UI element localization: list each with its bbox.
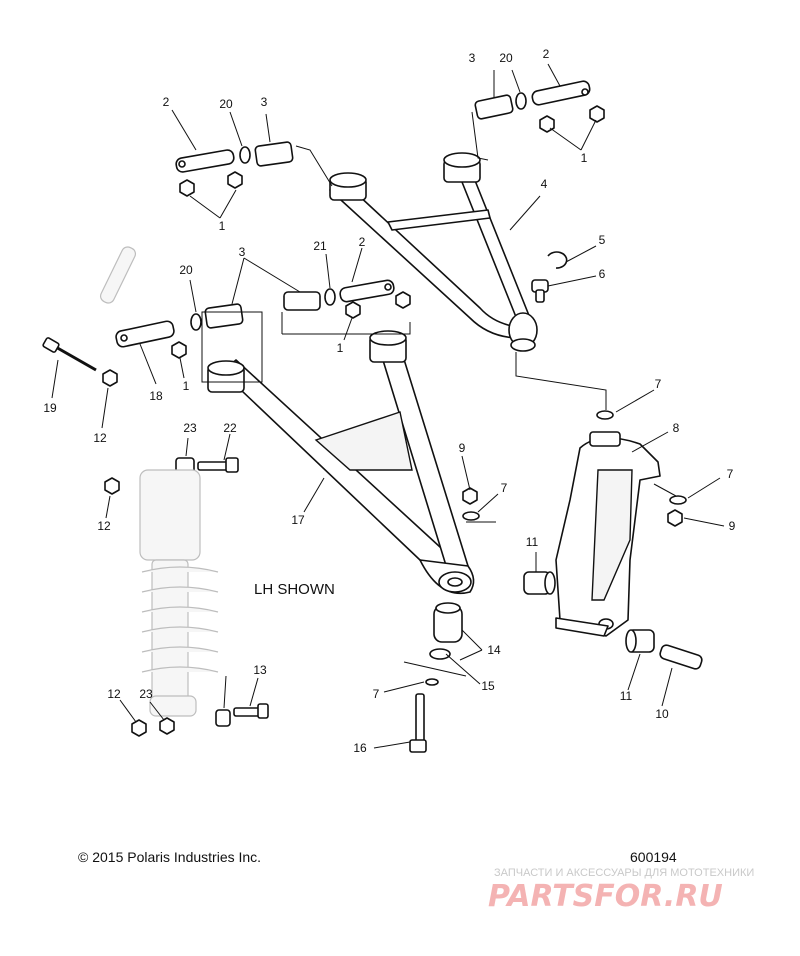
callout-3: 3 (239, 245, 246, 259)
drawing-number: 600194 (630, 849, 677, 865)
lower-left-pivot-hardware (115, 303, 244, 359)
callout-labels: 1 1 1 1 2 2 2 3 3 3 4 5 6 7 7 7 7 8 9 9 … (43, 47, 735, 755)
callout-12: 12 (97, 519, 111, 533)
shock-mount-hardware-bottom (131, 703, 269, 737)
watermark: ЗАПЧАСТИ И АКСЕССУАРЫ ДЛЯ МОТОТЕХНИКИ PA… (488, 867, 754, 914)
callout-3: 3 (469, 51, 476, 65)
callout-19: 19 (43, 401, 57, 415)
callout-2: 2 (359, 235, 366, 249)
callout-6: 6 (599, 267, 606, 281)
watermark-tagline: ЗАПЧАСТИ И АКСЕССУАРЫ ДЛЯ МОТОТЕХНИКИ (494, 867, 754, 879)
callout-20: 20 (179, 263, 193, 277)
callout-20: 20 (219, 97, 233, 111)
callout-1: 1 (183, 379, 190, 393)
callout-21: 22 (223, 421, 237, 435)
upper-a-arm (329, 152, 538, 352)
nut-12-shock-top (104, 477, 120, 495)
callout-1: 1 (219, 219, 226, 233)
callout-20: 21 (313, 239, 327, 253)
callout-15: 15 (481, 679, 495, 693)
ghost-shock-absorber (139, 469, 219, 717)
callout-23: 23 (139, 687, 153, 701)
ghost-pivot-shaft (99, 246, 137, 304)
long-bolt-19 (42, 337, 118, 387)
lower-a-arm (207, 330, 475, 594)
callout-9: 9 (459, 441, 466, 455)
callout-7: 7 (501, 481, 508, 495)
upper-left-pivot-hardware (175, 141, 294, 197)
callout-8: 8 (673, 421, 680, 435)
callout-2: 2 (163, 95, 170, 109)
callout-12: 12 (93, 431, 107, 445)
lower-right-pivot-hardware (283, 279, 411, 319)
callout-18: 18 (149, 389, 163, 403)
callout-11: 11 (620, 689, 633, 703)
callout-17: 17 (291, 513, 305, 527)
knuckle-bushings (523, 571, 703, 670)
callout-9: 9 (729, 519, 736, 533)
callout-1: 1 (581, 151, 588, 165)
watermark-brand: PARTSFOR.RU (488, 879, 723, 914)
ball-joint-hardware (531, 251, 568, 303)
callout-16: 16 (353, 741, 367, 755)
leader-lines (51, 63, 725, 749)
callout-1: 1 (337, 341, 344, 355)
callout-7: 7 (727, 467, 734, 481)
callout-3: 3 (261, 95, 268, 109)
lower-ball-joint-hardware (409, 602, 463, 753)
callout-5: 5 (599, 233, 606, 247)
callout-14: 14 (487, 643, 501, 657)
callout-7: 7 (655, 377, 662, 391)
callout-10: 10 (655, 707, 669, 721)
callout-13: 13 (253, 663, 267, 677)
callout-22: 23 (183, 421, 197, 435)
callout-4: 4 (541, 177, 548, 191)
callout-7: 7 (373, 687, 380, 701)
view-label: LH SHOWN (254, 581, 335, 598)
callout-2: 2 (543, 47, 550, 61)
upper-right-pivot-hardware (474, 80, 605, 133)
steering-knuckle (555, 431, 661, 637)
knuckle-hardware (462, 410, 687, 527)
callout-20: 20 (499, 51, 513, 65)
callout-12: 12 (107, 687, 121, 701)
copyright-notice: © 2015 Polaris Industries Inc. (78, 849, 261, 865)
callout-11: 11 (526, 535, 539, 549)
